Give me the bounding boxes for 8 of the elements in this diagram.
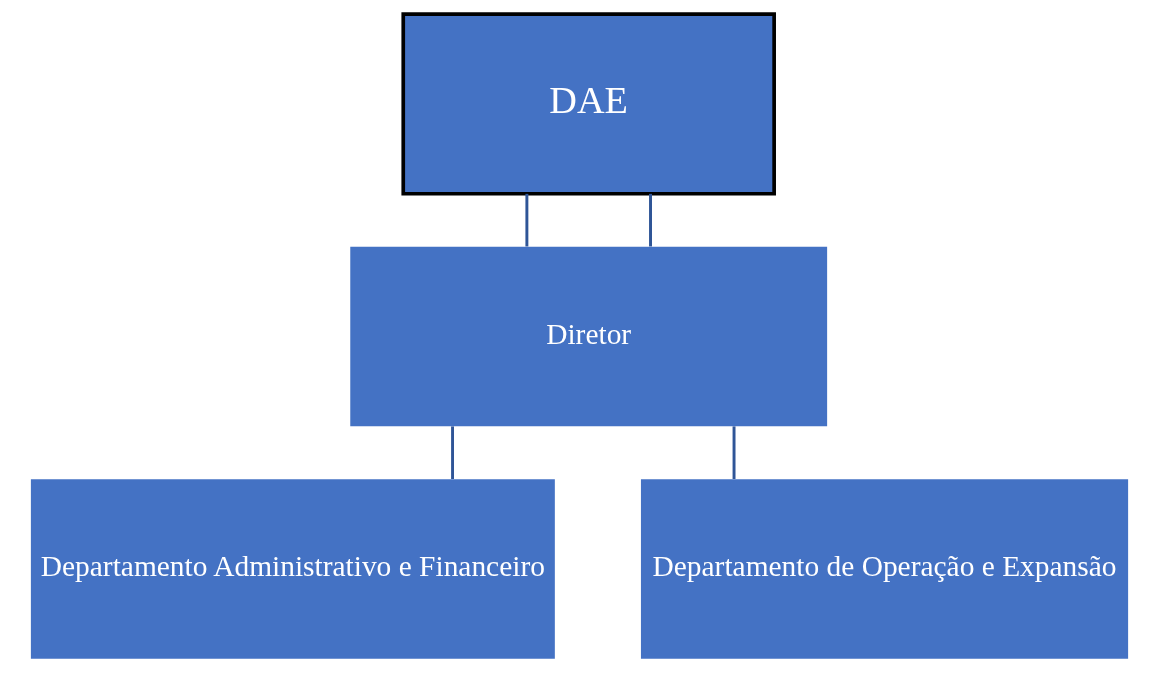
node-box: Departamento Administrativo e Financeiro [30,479,555,659]
connector [450,426,454,479]
node-box: Departamento de Operação e Expansão [640,479,1128,659]
connector [524,193,528,247]
node-box: Diretor [349,246,827,427]
connector [648,193,652,247]
node-box: DAE [400,12,776,196]
connector [732,426,735,479]
